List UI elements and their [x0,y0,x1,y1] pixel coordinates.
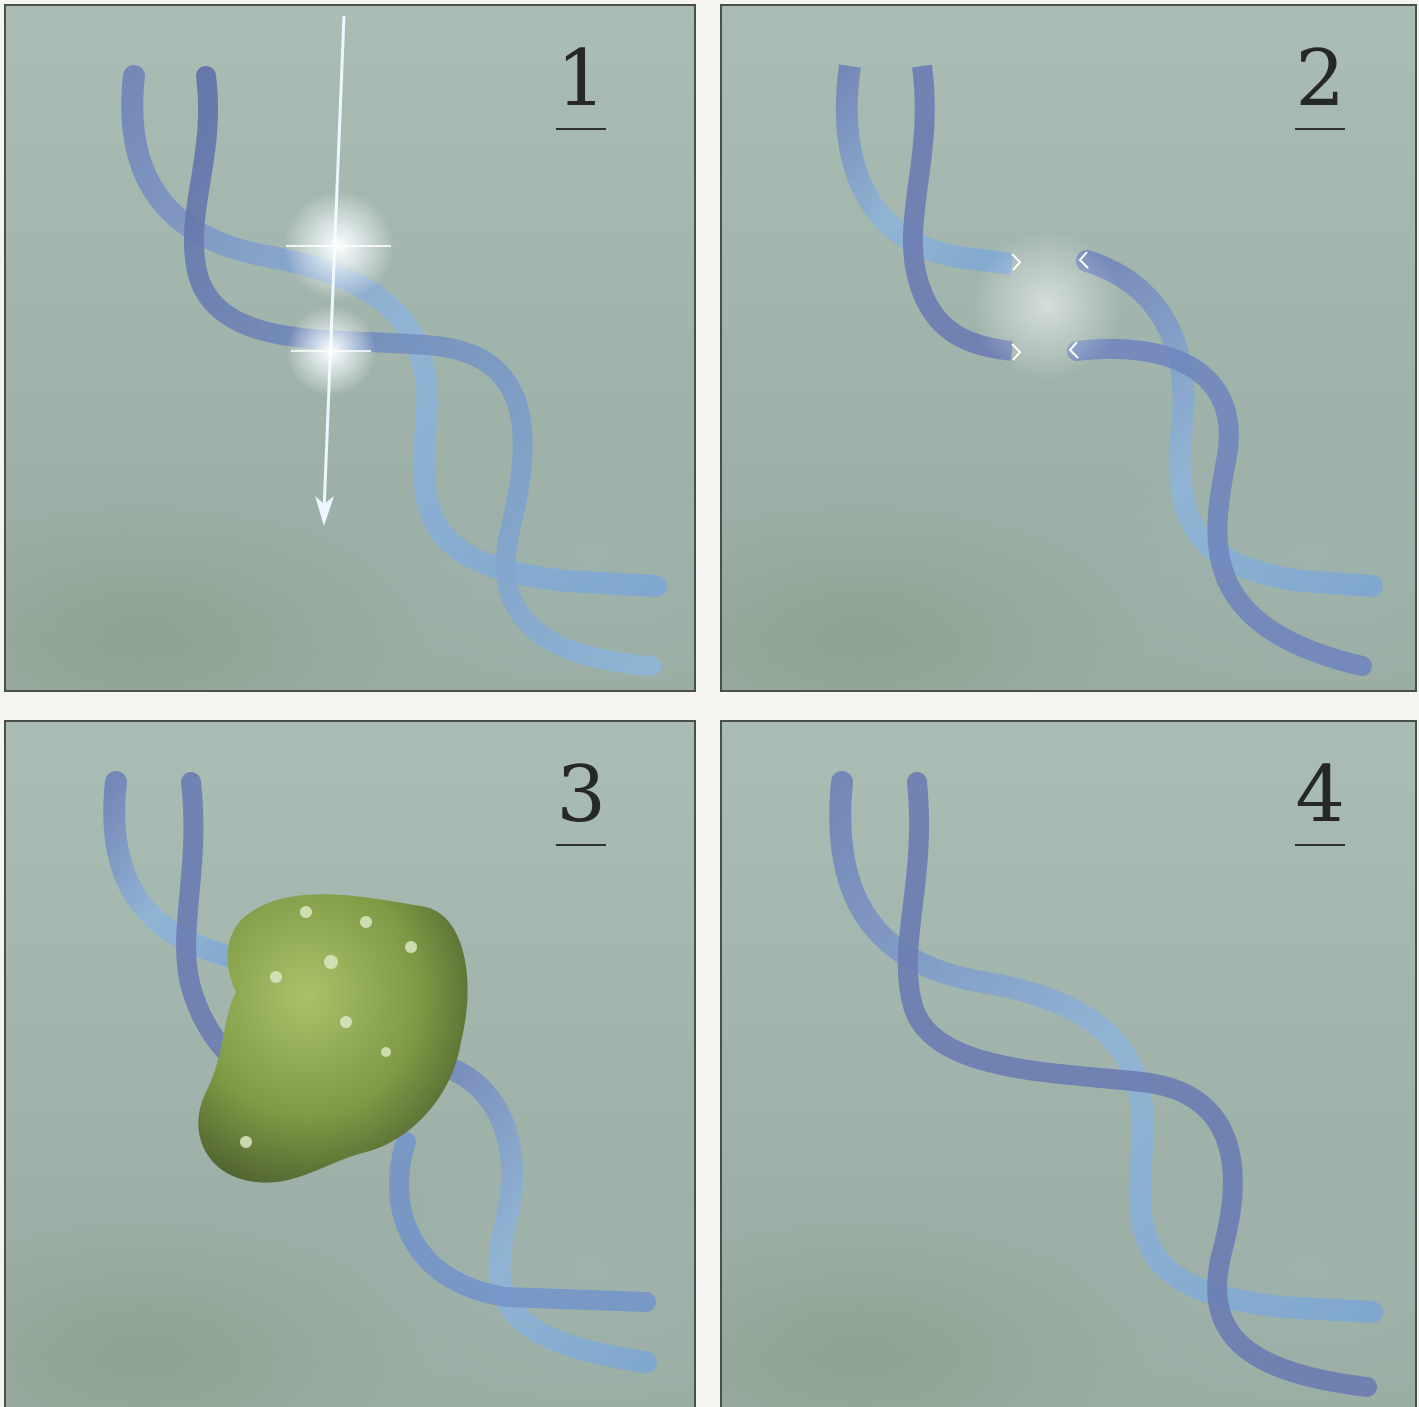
panel-number: 4 [1295,756,1345,846]
number-underline [556,128,606,130]
panel-2: 2 [720,4,1417,692]
panel-4: 4 [720,720,1417,1407]
panel-number: 1 [556,40,606,130]
panel-number: 2 [1295,40,1345,130]
dna-strand-broken-right [1077,261,1372,666]
break-point-icon [972,231,1122,381]
panel-number-text: 4 [1295,750,1345,840]
panel-number-text: 3 [556,750,606,840]
repair-enzyme-icon [198,894,467,1182]
number-underline [1295,128,1345,130]
panel-number-text: 2 [1295,34,1345,124]
dna-strand-a [132,76,656,666]
panel-number: 3 [556,756,606,846]
panel-number-text: 1 [556,34,606,124]
number-underline [1295,844,1345,846]
panel-1: 1 [4,4,696,692]
number-underline [556,844,606,846]
panel-3: 3 [4,720,696,1407]
dna-strand-restored [840,782,1372,1387]
